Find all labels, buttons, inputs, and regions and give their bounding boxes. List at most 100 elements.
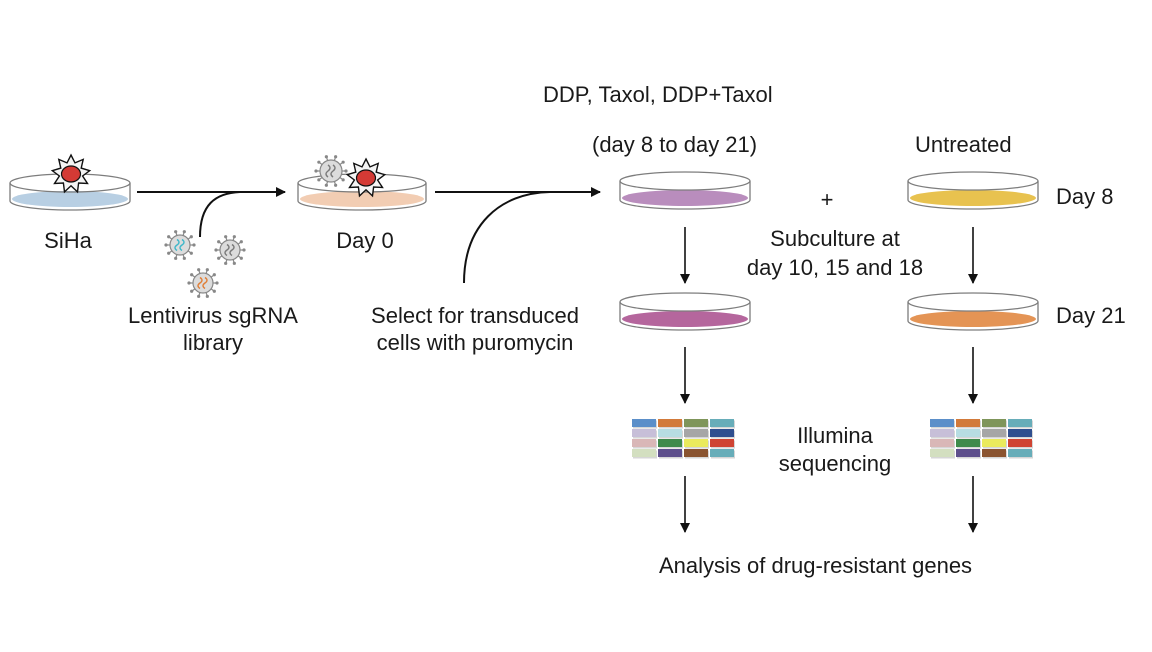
- illumina-label-line2: sequencing: [778, 451, 892, 476]
- lentivirus-icon: [187, 268, 219, 298]
- sequence-read: [632, 429, 656, 437]
- virus-spike-tip: [341, 178, 345, 182]
- virus-spike-tip: [212, 273, 216, 277]
- virus-spike-tip: [214, 248, 218, 252]
- treated-day8-dish: [619, 171, 751, 210]
- sequence-read: [956, 439, 980, 447]
- sequence-read: [1008, 419, 1032, 427]
- treatment-period-label: (day 8 to day 21): [592, 132, 758, 157]
- cell-nucleus: [355, 169, 377, 187]
- subculture-label-line1: Subculture at: [770, 226, 900, 251]
- arrow-puromycin-merge: [463, 191, 551, 284]
- sequence-read: [956, 449, 980, 457]
- dish-medium: [622, 190, 748, 206]
- sequence-read: [684, 449, 708, 457]
- transduced-cell-icon: [345, 157, 387, 198]
- sequence-read: [930, 419, 954, 427]
- day0-label: Day 0: [336, 228, 394, 253]
- dish-rim: [907, 292, 1039, 312]
- dish-medium: [622, 311, 748, 327]
- sequence-read: [982, 439, 1006, 447]
- sequence-read: [684, 419, 708, 427]
- virus-spike-tip: [242, 248, 246, 252]
- virus-rna: [179, 238, 185, 252]
- virus-spike-tip: [324, 183, 328, 187]
- sequence-read: [710, 419, 734, 427]
- sequence-read: [956, 419, 980, 427]
- dish-medium: [12, 191, 128, 207]
- virus-rna: [325, 164, 331, 178]
- illumina-label-line1: Illumina: [797, 423, 873, 448]
- virus-capsid: [219, 239, 241, 261]
- sequence-read: [710, 449, 734, 457]
- virus-rna: [224, 243, 230, 257]
- analysis-label: Analysis of drug-resistant genes: [659, 553, 973, 578]
- sequence-read: [632, 419, 656, 427]
- sequence-read: [684, 439, 708, 447]
- lentivirus-icon: [164, 230, 196, 260]
- sequence-read: [982, 429, 1006, 437]
- sequencing-reads-icon: [930, 419, 1033, 459]
- virus-spike-tip: [190, 273, 194, 277]
- select-label-line1: Select for transduced: [371, 303, 579, 328]
- virus-spike-tip: [205, 294, 209, 298]
- sequence-read: [710, 439, 734, 447]
- sequence-read: [956, 429, 980, 437]
- lentivirus-label-line1: Lentivirus sgRNA: [128, 303, 298, 328]
- virus-spike-tip: [189, 235, 193, 239]
- virus-spike-tip: [187, 281, 191, 285]
- virus-spike-tip: [324, 155, 328, 159]
- dish-rim: [619, 292, 751, 312]
- virus-spike-tip: [174, 230, 178, 234]
- sequence-read: [930, 439, 954, 447]
- virus-spike-tip: [212, 289, 216, 293]
- virus-spike-tip: [334, 183, 338, 187]
- virus-spike-tip: [182, 256, 186, 260]
- virus-spike-tip: [232, 235, 236, 239]
- lentivirus-icon: [214, 235, 246, 265]
- sequence-read: [930, 449, 954, 457]
- virus-spike-tip: [174, 256, 178, 260]
- cell-nucleus: [60, 165, 82, 183]
- virus-spike-tip: [215, 281, 219, 285]
- virus-spike-tip: [341, 160, 345, 164]
- select-label-line2: cells with puromycin: [376, 330, 574, 355]
- dish-medium: [910, 190, 1036, 206]
- virus-spike-tip: [334, 155, 338, 159]
- sequence-read: [710, 429, 734, 437]
- sequence-read: [658, 429, 682, 437]
- sequence-read: [658, 419, 682, 427]
- virus-spike-tip: [197, 268, 201, 272]
- virus-rna: [174, 238, 180, 252]
- sequence-read: [930, 429, 954, 437]
- virus-spike-tip: [239, 240, 243, 244]
- virus-rna: [202, 276, 208, 290]
- virus-spike-tip: [217, 240, 221, 244]
- virus-rna: [330, 164, 336, 178]
- sequencing-reads-icon: [632, 419, 735, 459]
- virus-spike-tip: [239, 256, 243, 260]
- virus-spike-tip: [217, 256, 221, 260]
- virus-spike-tip: [167, 235, 171, 239]
- virus-capsid: [319, 159, 343, 183]
- virus-spike-tip: [232, 261, 236, 265]
- virus-spike-tip: [205, 268, 209, 272]
- sequence-read: [684, 429, 708, 437]
- sequence-read: [632, 449, 656, 457]
- dish-rim: [619, 171, 751, 191]
- untreated-label: Untreated: [915, 132, 1012, 157]
- virus-spike-tip: [164, 243, 168, 247]
- sequence-read: [658, 439, 682, 447]
- siha-label: SiHa: [44, 228, 92, 253]
- sequence-read: [632, 439, 656, 447]
- virus-spike-tip: [224, 261, 228, 265]
- virus-spike-tip: [317, 178, 321, 182]
- dish-medium: [910, 311, 1036, 327]
- virus-capsid: [192, 272, 214, 294]
- virus-spike-tip: [317, 160, 321, 164]
- arrow-lentivirus-merge: [199, 191, 241, 238]
- virus-spike-tip: [224, 235, 228, 239]
- lentivirus-in-dish-icon: [314, 155, 348, 187]
- sequence-read: [1008, 429, 1032, 437]
